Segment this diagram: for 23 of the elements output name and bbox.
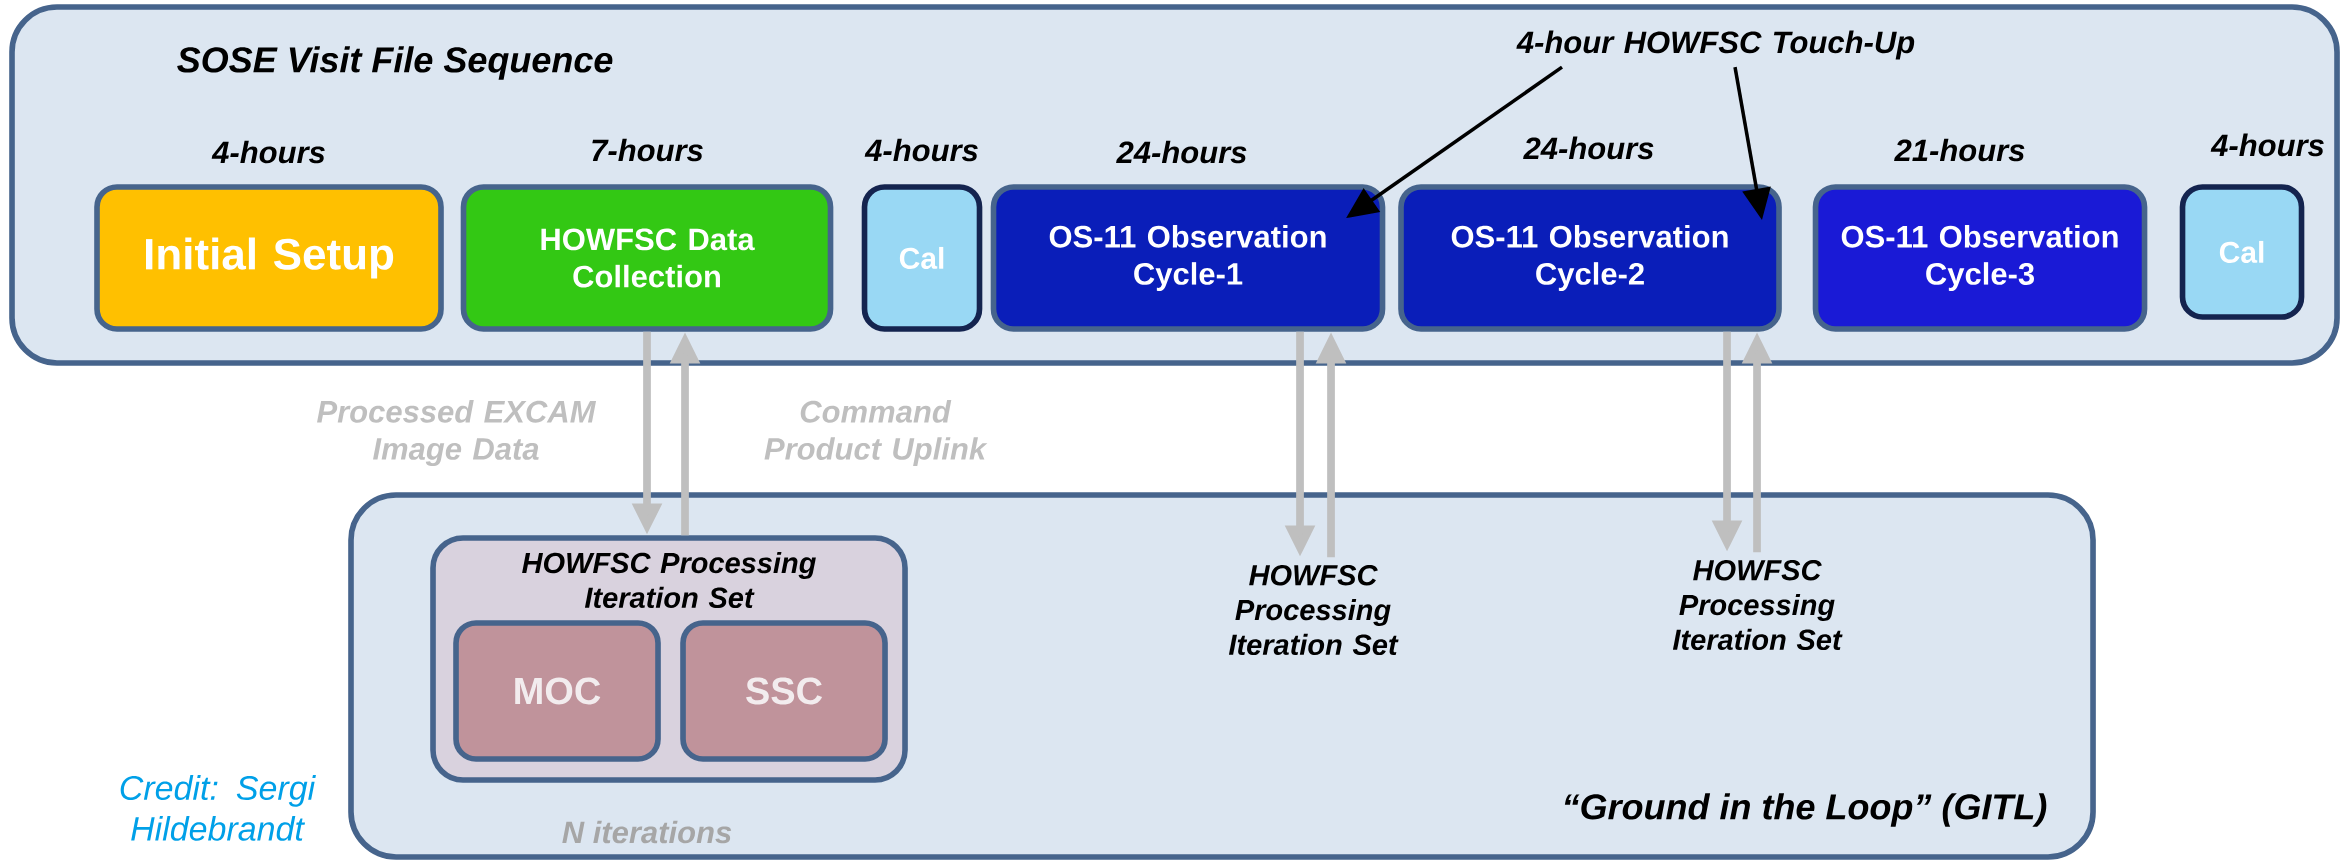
duration-label: 4-hours bbox=[864, 138, 978, 162]
process-box: Initial Setup bbox=[94, 184, 444, 332]
process-box: SSC bbox=[680, 620, 888, 762]
process-box: Cal bbox=[861, 184, 983, 332]
callout-text: 4-hour HOWFSC Touch-Up bbox=[1516, 30, 1915, 60]
duration-label: 7-hours bbox=[592, 138, 703, 162]
process-text: HOWFSC Processing Iteration Set bbox=[1672, 559, 1843, 651]
process-box: Cal bbox=[2179, 184, 2305, 320]
duration-label: 24-hours bbox=[1116, 140, 1247, 164]
process-box: HOWFSC Data Collection bbox=[460, 184, 834, 332]
edge-label: Command Product Uplink bbox=[764, 399, 988, 467]
process-text: HOWFSC Processing Iteration Set bbox=[1228, 564, 1399, 656]
duration-label: 4-hours bbox=[2210, 133, 2324, 157]
duration-label: N iterations bbox=[562, 820, 732, 844]
duration-label: 4-hours bbox=[211, 140, 325, 164]
process-box: OS-11 Observation Cycle-1 bbox=[990, 184, 1386, 332]
edge-label: Processed EXCAM Image Data bbox=[317, 399, 597, 467]
process-box: MOC bbox=[453, 620, 661, 762]
process-box: OS-11 Observation Cycle-3 bbox=[1812, 184, 2148, 332]
duration-label: 24-hours bbox=[1523, 136, 1654, 160]
duration-label: 21-hours bbox=[1894, 138, 2025, 162]
credit-text: Credit: Sergi Hildebrandt bbox=[120, 775, 316, 841]
process-box: OS-11 Observation Cycle-2 bbox=[1398, 184, 1782, 332]
